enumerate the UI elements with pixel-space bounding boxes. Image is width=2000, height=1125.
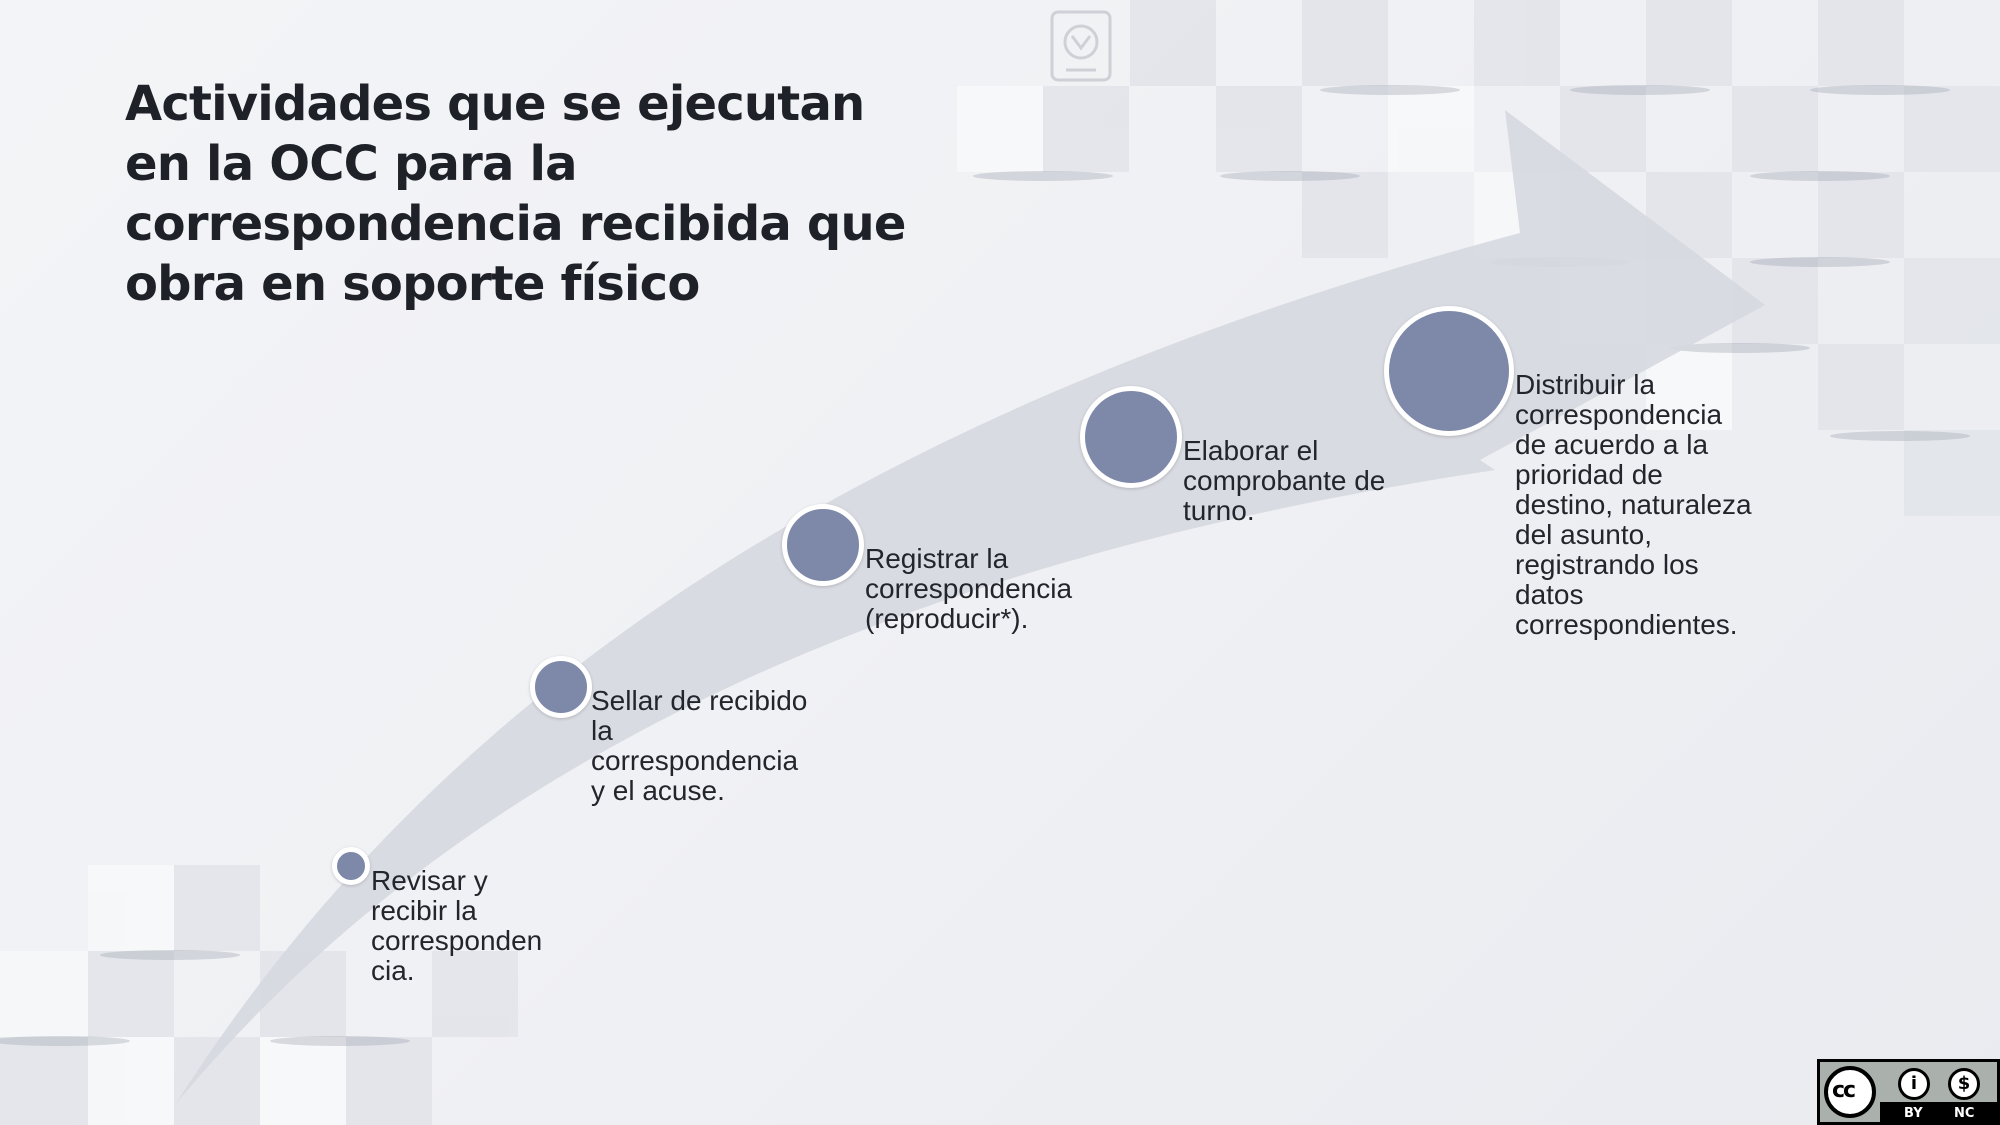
creative-commons-by-nc-icon: cc i $ BY NC (1817, 1059, 2000, 1125)
step-label-2: Sellar de recibido la correspondencia y … (591, 685, 808, 806)
step-label-4: Elaborar el comprobante de turno. (1183, 435, 1386, 526)
step-marker-3 (782, 504, 864, 586)
university-seal-icon (1050, 10, 1112, 82)
cc-logo-icon: cc (1824, 1066, 1876, 1118)
step-label-5: Distribuir la correspondencia de acuerdo… (1515, 369, 1752, 640)
progress-arrow (175, 110, 1765, 1105)
step-marker-5 (1384, 306, 1514, 436)
license-bar (1880, 1102, 1997, 1122)
attribution-icon: i (1898, 1068, 1930, 1100)
noncommercial-icon: $ (1948, 1068, 1980, 1100)
step-marker-4 (1080, 386, 1182, 488)
step-label-1: Revisar y recibir la corresponden cia. (371, 865, 543, 986)
step-marker-1 (332, 847, 370, 885)
slide-title: Actividades que se ejecutan en la OCC pa… (125, 76, 906, 312)
license-by-label: BY (1904, 1106, 1923, 1121)
step-label-3: Registrar la correspondencia (reproducir… (865, 543, 1073, 634)
step-marker-2 (530, 656, 592, 718)
license-nc-label: NC (1954, 1106, 1975, 1121)
